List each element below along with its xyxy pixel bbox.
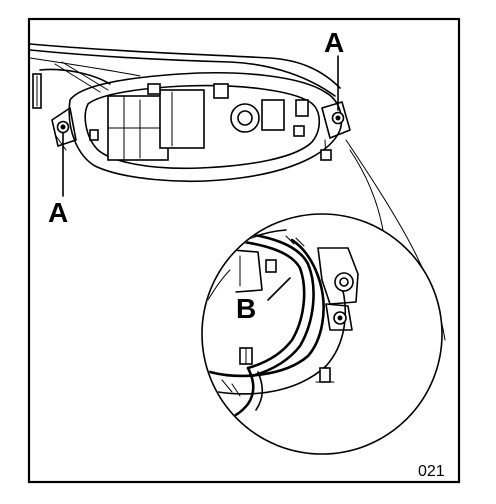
leader-b (267, 277, 291, 301)
detail-magnified-view (201, 213, 443, 455)
detail-guide-line-inner (349, 149, 385, 237)
figure-number: 021 (418, 463, 445, 480)
callout-a-top: A (324, 27, 344, 58)
upper-assembly-view (29, 43, 351, 182)
callout-b: B (236, 293, 256, 324)
callout-a-left: A (48, 197, 68, 228)
figure-frame (27, 17, 461, 484)
